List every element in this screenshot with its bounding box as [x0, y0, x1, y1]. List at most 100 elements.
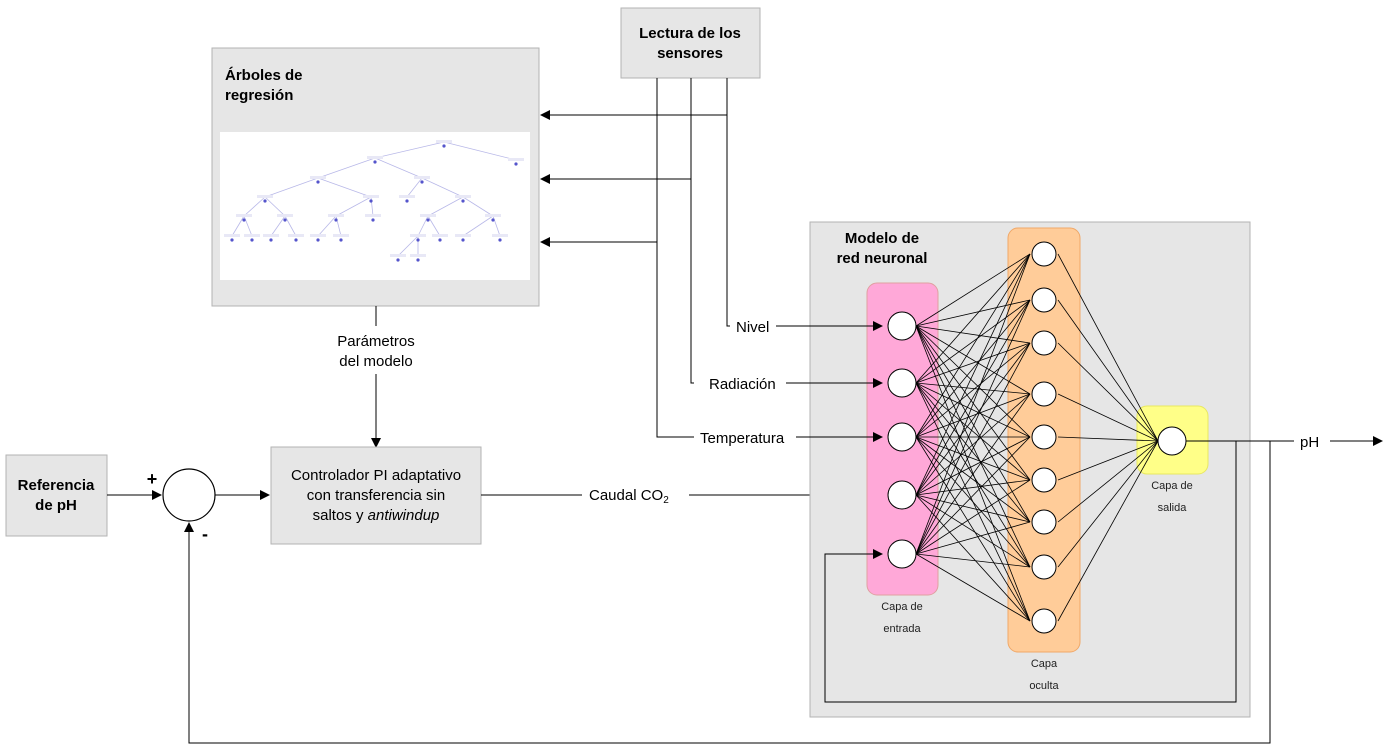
output-layer-label-line2: salida — [1158, 502, 1188, 514]
tree-node — [410, 234, 426, 237]
hidden-layer-label-line1: Capa — [1031, 658, 1058, 670]
input-hidden-edge — [915, 494, 1031, 523]
input-hidden-edge — [915, 253, 1031, 327]
tree-leaf-dot — [369, 199, 373, 203]
tree-leaf-dot — [498, 238, 502, 242]
tree-branch — [335, 196, 372, 217]
tree-node — [390, 254, 406, 257]
tree-branch — [243, 196, 266, 217]
tree-branch — [417, 215, 429, 237]
tree-node — [485, 214, 501, 217]
input-hidden-edge — [915, 299, 1031, 496]
reference-label-line2: de pH — [35, 497, 77, 514]
hidden-neuron — [1031, 241, 1057, 267]
tree-node — [310, 176, 326, 179]
tree-branch — [374, 157, 423, 179]
input-hidden-edge — [915, 253, 1031, 384]
tree-node — [236, 214, 252, 217]
nn-title-line1: Modelo de — [845, 230, 919, 247]
tree-leaf-dot — [396, 258, 400, 262]
tree-branch — [406, 177, 423, 198]
input-hidden-edge — [915, 436, 1031, 622]
input-hidden-edge — [915, 342, 1031, 555]
tree-node — [420, 214, 436, 217]
input-hidden-edge — [915, 382, 1031, 481]
output-neuron — [1157, 426, 1187, 456]
tree-node — [365, 214, 381, 217]
trees-title-line1: Árboles de — [225, 67, 303, 84]
neural-network-box: Modelo de red neuronal Capa de entrada C… — [809, 221, 1251, 718]
input-hidden-edge — [915, 494, 1031, 568]
summing-junction: + - — [147, 468, 216, 544]
input-hidden-edge — [915, 479, 1031, 496]
hidden-output-edge — [1057, 440, 1159, 622]
tree-branch — [317, 157, 376, 179]
tree-leaf-dot — [230, 238, 234, 242]
input-hidden-edge — [915, 436, 1031, 523]
input-hidden-edge — [915, 325, 1031, 344]
tree-node — [288, 234, 304, 237]
reference-label-line1: Referencia — [18, 477, 95, 494]
controller-line1: Controlador PI adaptativo — [291, 467, 461, 484]
hidden-neuron — [1031, 287, 1057, 313]
tree-leaf-dot — [316, 180, 320, 184]
input-hidden-edge — [915, 382, 1031, 438]
tree-branch — [317, 215, 337, 237]
tree-node — [244, 234, 260, 237]
tree-node — [508, 158, 524, 161]
hidden-neuron — [1031, 424, 1057, 450]
tree-branch — [264, 177, 319, 198]
model-parameters: Parámetros del modelo — [337, 306, 415, 448]
tree-branch — [443, 141, 517, 161]
hidden-output-edge — [1057, 253, 1159, 442]
input-hidden-edge — [915, 325, 1031, 395]
input-neuron — [887, 539, 917, 569]
input-hidden-edge — [915, 253, 1031, 555]
tree-leaf-dot — [250, 238, 254, 242]
regression-trees-box: Árboles de regresión — [211, 47, 540, 307]
input-hidden-edge — [915, 342, 1031, 384]
hidden-output-edge — [1057, 299, 1159, 442]
input-hidden-edge — [915, 325, 1031, 438]
tree-branch — [270, 215, 286, 237]
nn-neurons — [887, 241, 1187, 634]
tree-branch — [317, 177, 372, 198]
output-wires — [184, 436, 1383, 744]
tree-image-panel — [220, 132, 530, 280]
tree-node — [263, 234, 279, 237]
tree-leaf-dot — [420, 180, 424, 184]
hidden-output-edge — [1057, 342, 1159, 442]
params-label-line1: Parámetros — [337, 333, 415, 350]
output-layer-label-line1: Capa de — [1151, 480, 1193, 492]
plus-sign: + — [147, 469, 158, 489]
tree-branch — [462, 215, 494, 237]
decision-tree-thumbnail — [224, 140, 524, 262]
sensors-box: Lectura de los sensores — [620, 7, 761, 79]
params-label-line2: del modelo — [339, 353, 412, 370]
input-hidden-edge — [915, 253, 1031, 438]
input-hidden-edge — [915, 494, 1031, 622]
input-hidden-edge — [915, 382, 1031, 395]
input-radiacion-label: Radiación — [709, 376, 776, 393]
input-neuron — [887, 422, 917, 452]
input-hidden-edge — [915, 393, 1031, 496]
tree-leaf-dot — [371, 218, 375, 222]
hidden-layer-label-line2: oculta — [1029, 680, 1059, 692]
sensor-wires — [540, 78, 730, 438]
sensor-input-labels: Nivel Radiación Temperatura — [700, 319, 883, 447]
tree-branch — [427, 215, 441, 237]
hidden-output-edge — [1057, 440, 1159, 523]
tree-leaf-dot — [263, 199, 267, 203]
input-nivel-label: Nivel — [736, 319, 769, 336]
tree-leaf-dot — [339, 238, 343, 242]
input-hidden-edge — [915, 436, 1031, 555]
tree-node — [432, 234, 448, 237]
input-hidden-edge — [915, 299, 1031, 384]
minus-sign: - — [202, 524, 208, 544]
tree-leaf-dot — [334, 218, 338, 222]
hidden-neuron — [1031, 381, 1057, 407]
hidden-neuron — [1031, 608, 1057, 634]
tree-leaf-dot — [461, 238, 465, 242]
tree-leaf-dot — [442, 144, 446, 148]
